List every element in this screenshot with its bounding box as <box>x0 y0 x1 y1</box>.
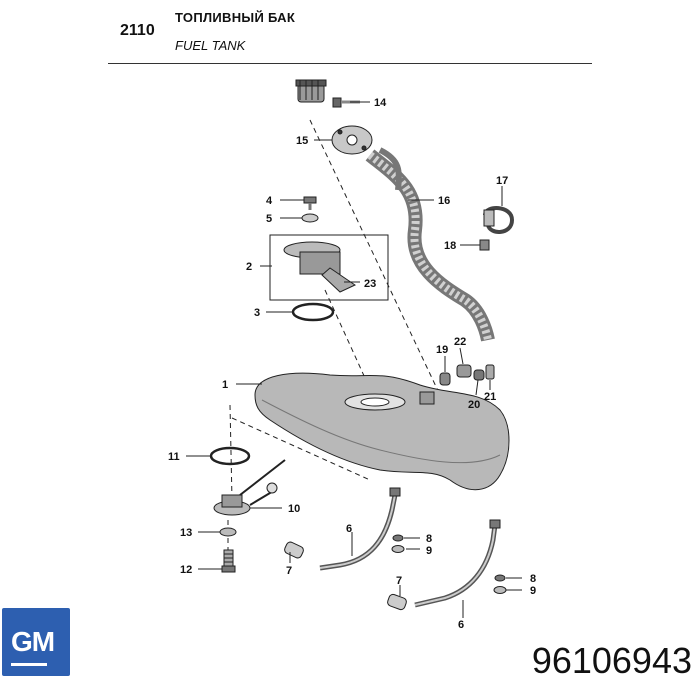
callout-10: 10 <box>288 503 300 515</box>
callout-8b: 8 <box>530 573 536 585</box>
leader-22 <box>459 347 464 365</box>
callout-18: 18 <box>444 240 456 252</box>
seal-ring-11 <box>209 446 251 466</box>
header-divider <box>108 63 592 64</box>
callout-4: 4 <box>266 195 273 207</box>
callout-7b: 7 <box>396 575 402 587</box>
screw-4 <box>303 196 317 210</box>
callout-12: 12 <box>180 564 192 576</box>
screw-18 <box>479 239 490 251</box>
nut-8b <box>494 574 506 582</box>
part-number: 96106943 <box>531 640 692 681</box>
callout-2: 2 <box>246 261 252 273</box>
tank-strap-lower <box>414 519 501 608</box>
callout-3: 3 <box>254 307 260 319</box>
leader-20 <box>475 379 479 396</box>
callout-16: 16 <box>438 195 450 207</box>
filler-cap <box>295 79 327 103</box>
washer-5 <box>301 213 319 223</box>
gm-logo-text: GM <box>11 626 55 657</box>
callout-21: 21 <box>484 391 496 403</box>
callout-17: 17 <box>496 175 508 187</box>
callout-9b: 9 <box>530 585 536 597</box>
callout-13: 13 <box>180 527 192 539</box>
callout-5: 5 <box>266 213 272 225</box>
callout-7a: 7 <box>286 565 292 577</box>
title-english: FUEL TANK <box>175 38 246 53</box>
pump-unit-box <box>269 234 389 301</box>
callout-22: 22 <box>454 336 466 348</box>
callout-15: 15 <box>296 135 308 147</box>
callout-19: 19 <box>436 344 448 356</box>
fuel-pump-unit <box>283 241 357 293</box>
title-russian: ТОПЛИВНЫЙ БАК <box>175 10 296 25</box>
filler-flange <box>331 125 373 155</box>
callout-6a: 6 <box>346 523 352 535</box>
hose-clamp <box>483 206 515 234</box>
gm-logo-underline <box>11 663 47 666</box>
fitting-19 <box>439 372 451 386</box>
washer-9a <box>391 545 405 553</box>
callout-14: 14 <box>374 97 387 109</box>
washer-9b <box>493 586 507 594</box>
callout-20: 20 <box>468 399 480 411</box>
callout-23: 23 <box>364 278 376 290</box>
callout-8a: 8 <box>426 533 432 545</box>
fitting-22 <box>456 364 472 378</box>
washer-13 <box>219 527 237 537</box>
bolt-12 <box>221 549 236 573</box>
bushing-7a <box>284 541 304 559</box>
fuel-tank <box>254 372 510 491</box>
callout-1: 1 <box>222 379 228 391</box>
fuel-level-sender <box>213 459 286 516</box>
bushing-7b <box>387 593 407 611</box>
seal-ring-3 <box>291 302 335 322</box>
gm-logo: GM <box>2 608 70 676</box>
tank-fittings <box>439 364 495 386</box>
callout-9a: 9 <box>426 545 432 557</box>
callout-6b: 6 <box>458 619 464 631</box>
fitting-21 <box>485 364 495 380</box>
tank-strap-upper <box>319 487 401 571</box>
nut-8a <box>392 534 404 542</box>
section-code: 2110 <box>120 22 155 39</box>
callout-11: 11 <box>168 451 180 463</box>
fitting-20 <box>473 369 485 381</box>
